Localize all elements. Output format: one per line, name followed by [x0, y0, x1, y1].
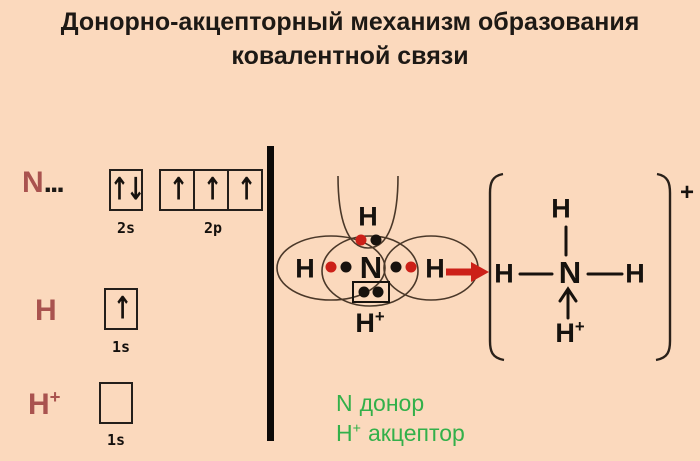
- proton-label: H+: [28, 386, 61, 422]
- electron-up-arrow: ↑: [112, 290, 132, 326]
- lewis-proton: H+: [355, 307, 384, 339]
- orbital-cell: ↑: [104, 288, 138, 330]
- hydrogen-label: H: [35, 294, 57, 328]
- orbital-label-1s-h: 1s: [111, 338, 131, 356]
- donor-arrow-head: [558, 286, 578, 303]
- proton-symbol: H: [28, 388, 50, 421]
- electron-dot-black: [358, 286, 370, 298]
- electron-up-arrow: ↑: [236, 171, 256, 207]
- caption-acceptor: H+ акцептор: [336, 420, 465, 447]
- right-bracket: [655, 172, 672, 362]
- orbital-box-1s-proton: [99, 382, 133, 424]
- electron-dot-red: [325, 261, 337, 273]
- orbital-label-2p: 2p: [203, 219, 223, 237]
- left-bond-ellipse: [276, 235, 386, 301]
- product-top-hydrogen: H: [551, 193, 571, 224]
- lewis-right-hydrogen: H: [425, 253, 445, 284]
- n-orbital-circle: [321, 235, 419, 307]
- product-proton: H+: [555, 317, 584, 349]
- lewis-nitrogen: N: [359, 250, 383, 285]
- caption-acceptor-charge: +: [352, 420, 361, 437]
- electron-dot-black: [390, 261, 402, 273]
- caption-donor-text: донор: [359, 390, 425, 416]
- caption-acceptor-text: акцептор: [367, 420, 465, 446]
- lewis-proton-symbol: H: [355, 308, 375, 338]
- electron-up-arrow: ↑: [168, 171, 188, 207]
- orbital-cell: ↑↓: [109, 169, 146, 211]
- lone-pair-box: [352, 281, 390, 303]
- product-proton-symbol: H: [555, 318, 575, 348]
- orbital-cell-empty: [99, 382, 133, 424]
- electron-dot-red: [355, 234, 367, 246]
- reaction-arrow-head: [471, 262, 489, 282]
- electron-up-arrow: ↑: [202, 171, 222, 207]
- divider-line: [267, 146, 274, 441]
- product-proton-charge: +: [574, 317, 585, 336]
- orbital-box-2s: ↑↓: [109, 169, 146, 211]
- caption-acceptor-symbol: H: [336, 420, 353, 446]
- electron-dot-black: [370, 234, 382, 246]
- orbital-box-1s-h: ↑: [104, 288, 138, 330]
- orbital-label-2s: 2s: [116, 219, 136, 237]
- page-title-line1: Донорно-акцепторный механизм образования: [60, 8, 640, 36]
- electron-pair-arrows: ↑↓: [109, 171, 146, 207]
- orbital-box-2p: ↑ ↑ ↑: [159, 169, 263, 211]
- nitrogen-symbol: N: [22, 166, 44, 199]
- orbital-cell: ↑: [227, 169, 263, 211]
- ion-charge-plus: +: [679, 179, 695, 206]
- electron-dot-black: [340, 261, 352, 273]
- hydrogen-symbol: H: [35, 294, 57, 327]
- lewis-top-hydrogen: H: [358, 201, 378, 232]
- left-bracket: [488, 172, 505, 362]
- page-title-line2: ковалентной связи: [231, 42, 469, 70]
- product-left-hydrogen: H: [494, 258, 514, 289]
- orbital-label-1s-proton: 1s: [106, 431, 126, 449]
- electron-dot-black: [372, 286, 384, 298]
- nitrogen-ellipsis: ...: [43, 166, 65, 199]
- nitrogen-label: N...: [22, 166, 65, 200]
- lewis-left-hydrogen: H: [295, 253, 315, 284]
- lewis-proton-charge: +: [374, 307, 385, 326]
- product-right-hydrogen: H: [625, 258, 645, 289]
- top-bond-arc: [337, 175, 399, 249]
- caption-donor-symbol: N: [336, 390, 353, 416]
- electron-dot-red: [405, 261, 417, 273]
- proton-charge: +: [49, 386, 61, 407]
- product-nitrogen: N: [558, 255, 582, 290]
